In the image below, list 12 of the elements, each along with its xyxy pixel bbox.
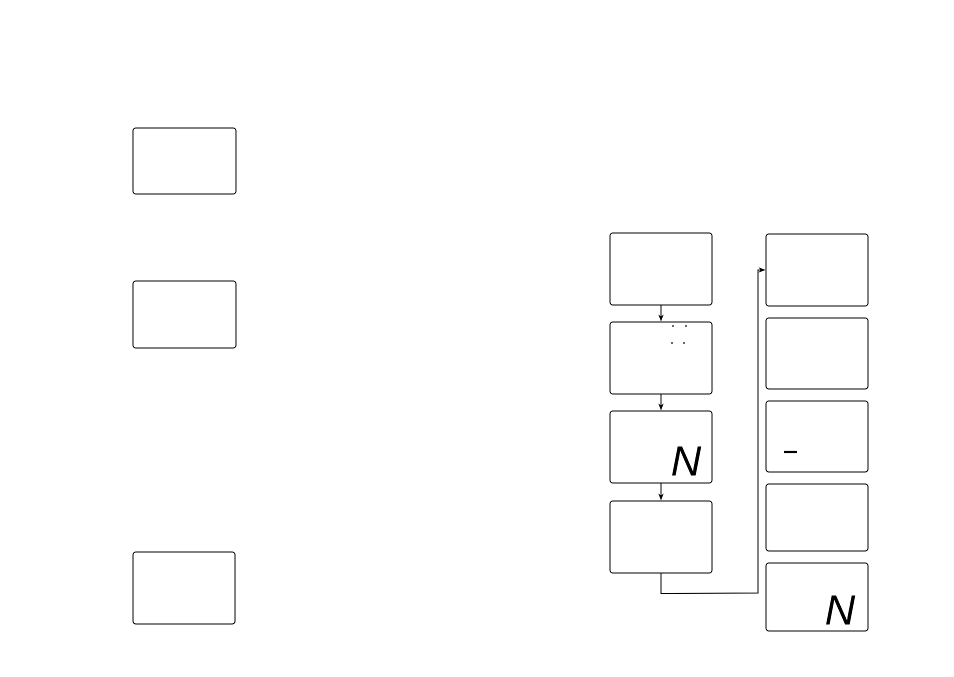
display-screen [610,500,712,574]
display-screen [766,400,868,472]
display-screen [610,322,712,394]
display-glyph: N [826,595,856,624]
display-screen [766,317,868,390]
display-screen [132,552,236,624]
display-screen [766,234,868,306]
display-screen [610,232,712,306]
display-screen [132,128,236,194]
display-glyph: N [672,446,702,476]
display-screen [766,483,868,552]
display-screen [132,280,236,348]
